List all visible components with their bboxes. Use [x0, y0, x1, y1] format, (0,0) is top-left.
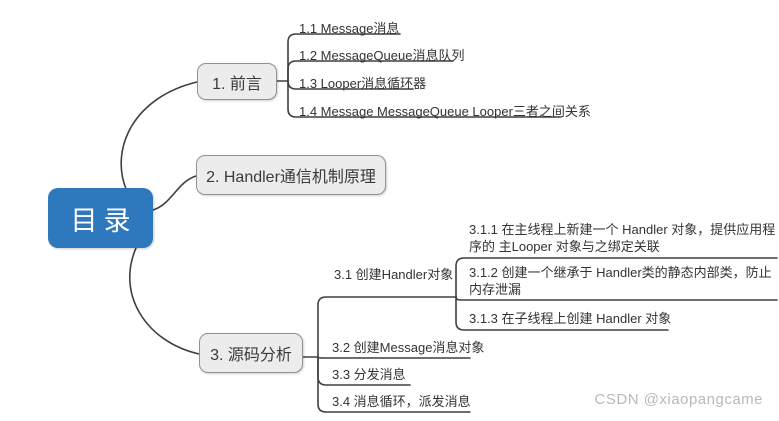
edge-root-branch1 — [120, 81, 198, 190]
topic-1-4[interactable]: 1.4 Message MessageQueue Looper三者之间关系 — [299, 104, 591, 119]
edge-b3-c1 — [302, 296, 457, 358]
topic-1-2[interactable]: 1.2 MessageQueue消息队列 — [299, 48, 465, 63]
edge-root-branch3 — [129, 247, 200, 355]
root-topic[interactable]: 目录 — [48, 188, 153, 248]
edge-c31-g1 — [455, 257, 778, 298]
topic-3-1-3[interactable]: 3.1.3 在子线程上创建 Handler 对象 — [469, 311, 672, 326]
topic-3-1-1[interactable]: 3.1.1 在主线程上新建一个 Handler 对象，提供应用程序的 主Loop… — [469, 222, 776, 254]
edge-b1-c2 — [287, 60, 454, 82]
topic-3-1-2[interactable]: 3.1.2 创建一个继承于 Handler类的静态内部类，防止内存泄漏 — [469, 265, 772, 297]
topic-3-4[interactable]: 3.4 消息循环，派发消息 — [332, 394, 471, 409]
root-topic-label: 目录 — [70, 205, 137, 236]
edge-b3-c2 — [317, 356, 471, 359]
branch-3-source-analysis[interactable]: 3. 源码分析 — [199, 333, 303, 373]
edge-b1-c1 — [276, 33, 401, 82]
csdn-watermark: CSDN @xiaopangcame — [594, 391, 763, 408]
branch-1-label: 1. 前言 — [212, 75, 262, 93]
edge-b1-c4 — [287, 80, 562, 118]
topic-3-2[interactable]: 3.2 创建Message消息对象 — [332, 340, 485, 355]
topic-1-1[interactable]: 1.1 Message消息 — [299, 21, 400, 36]
branch-2-label: 2. Handler通信机制原理 — [206, 169, 376, 186]
topic-3-1[interactable]: 3.1 创建Handler对象 — [334, 267, 454, 282]
edge-b3-c4 — [317, 356, 471, 413]
edge-c31-g3 — [455, 296, 669, 331]
branch-1-preface[interactable]: 1. 前言 — [197, 63, 277, 100]
edge-root-branch2 — [152, 175, 197, 211]
topic-1-3[interactable]: 1.3 Looper消息循环器 — [299, 76, 427, 91]
branch-3-label: 3. 源码分析 — [210, 347, 292, 364]
branch-2-handler-mechanism[interactable]: 2. Handler通信机制原理 — [196, 155, 386, 195]
topic-3-3[interactable]: 3.3 分发消息 — [332, 367, 406, 382]
